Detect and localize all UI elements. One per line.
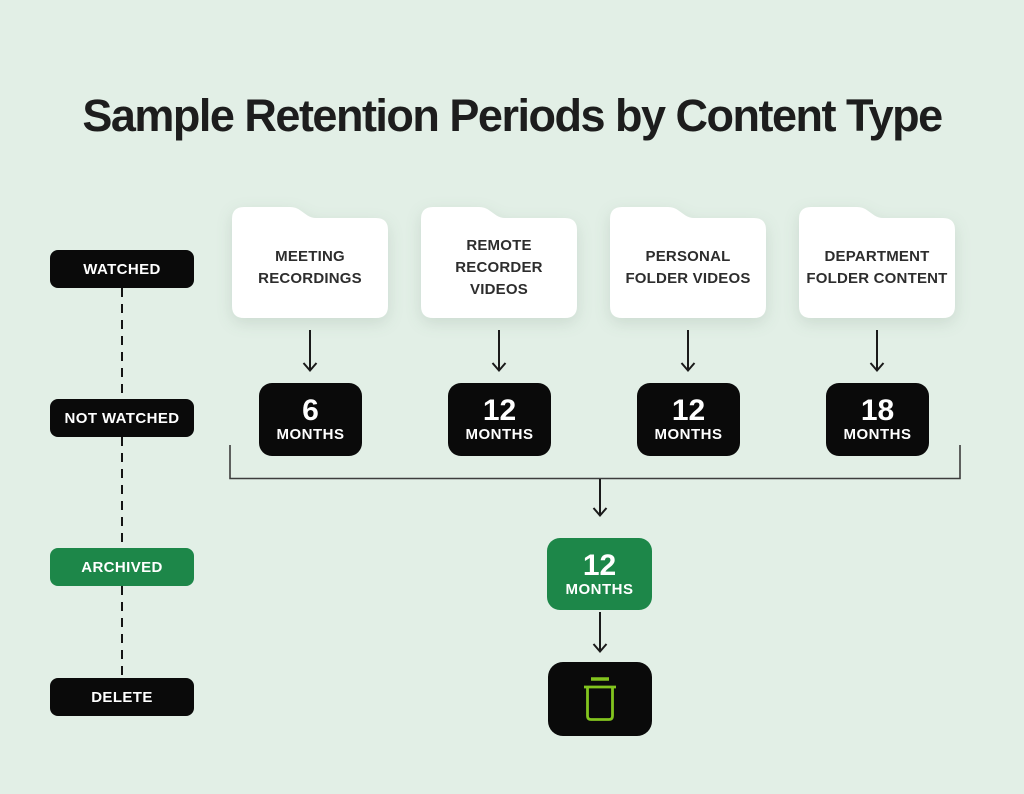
stage-label: WATCHED	[83, 260, 161, 278]
folder-remote-recorder-videos: REMOTE RECORDER VIDEOS	[421, 207, 577, 318]
stage-archived: ARCHIVED	[50, 548, 194, 586]
delete-terminal	[548, 662, 652, 736]
retention-value: 12	[482, 394, 517, 427]
page-title: Sample Retention Periods by Content Type	[82, 90, 943, 141]
retention-unit: MONTHS	[465, 426, 534, 443]
stage-label: NOT WATCHED	[64, 409, 180, 427]
stage-watched: WATCHED	[50, 250, 194, 288]
retention-department-folder-content: 18 MONTHS	[826, 383, 929, 456]
retention-value: 18	[860, 394, 895, 427]
folder-icon	[799, 207, 955, 318]
retention-archived: 12 MONTHS	[547, 538, 652, 610]
retention-remote-recorder-videos: 12 MONTHS	[448, 383, 551, 456]
retention-unit: MONTHS	[654, 426, 723, 443]
folder-label: DEPARTMENT FOLDER CONTENT	[806, 248, 948, 287]
retention-unit: MONTHS	[843, 426, 912, 443]
archive-to-delete-arrow	[592, 612, 608, 654]
retention-value: 12	[582, 548, 617, 582]
stage-not-watched: NOT WATCHED	[50, 399, 194, 437]
retention-unit: MONTHS	[276, 426, 345, 443]
retention-unit: MONTHS	[565, 580, 634, 598]
trash-icon	[584, 677, 616, 721]
folder-label: REMOTE RECORDER VIDEOS	[455, 237, 543, 298]
folder-label: PERSONAL FOLDER VIDEOS	[625, 248, 751, 287]
retention-meeting-recordings: 6 MONTHS	[259, 383, 362, 456]
stage-label: ARCHIVED	[81, 558, 163, 576]
folder-meeting-recordings: MEETING RECORDINGS	[232, 207, 388, 318]
folder-department-folder-content: DEPARTMENT FOLDER CONTENT	[799, 207, 955, 318]
retention-value: 6	[302, 394, 319, 427]
stage-delete: DELETE	[50, 678, 194, 716]
folder-to-retention-arrows	[302, 330, 885, 373]
merge-bracket	[229, 445, 961, 480]
folder-label: MEETING RECORDINGS	[258, 248, 362, 287]
folder-personal-folder-videos: PERSONAL FOLDER VIDEOS	[610, 207, 766, 318]
folder-icon	[421, 207, 577, 318]
retention-value: 12	[671, 394, 706, 427]
folder-icon	[232, 207, 388, 318]
retention-personal-folder-videos: 12 MONTHS	[637, 383, 740, 456]
stage-label: DELETE	[91, 688, 153, 706]
bracket-to-archive-arrow	[592, 479, 608, 518]
folder-icon	[610, 207, 766, 318]
